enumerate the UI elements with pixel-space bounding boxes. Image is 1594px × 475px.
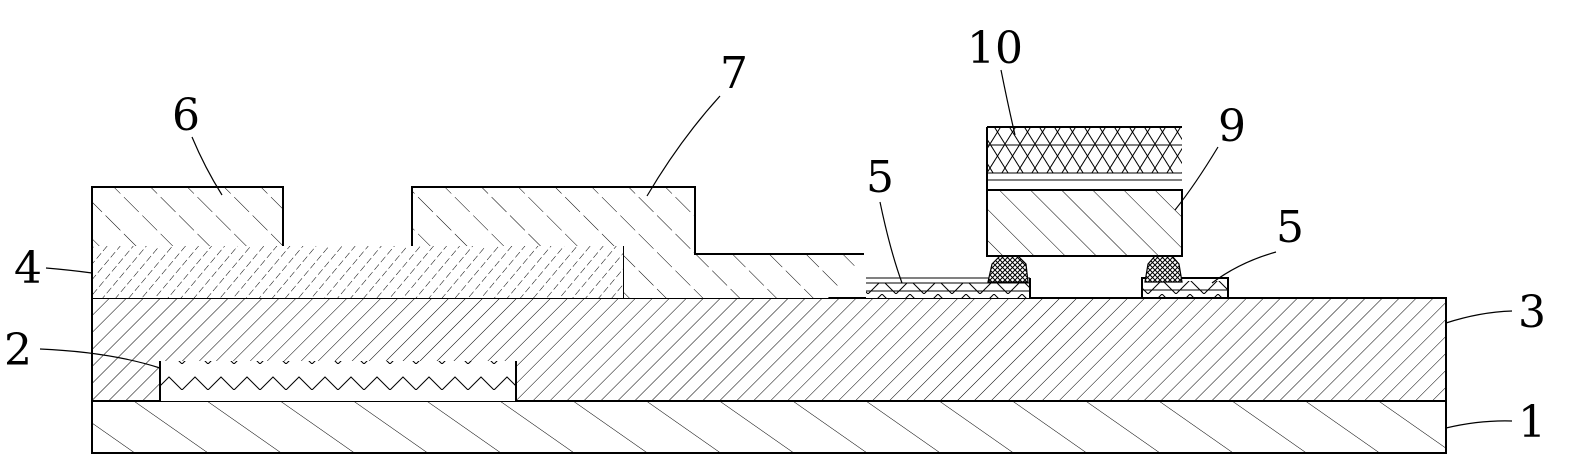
label-4: 4 — [14, 243, 42, 294]
label-9: 9 — [1218, 101, 1246, 152]
leader-1 — [1446, 421, 1512, 428]
solder-bump-right — [1145, 256, 1182, 282]
label-7: 7 — [720, 48, 748, 99]
leader-7 — [647, 96, 720, 196]
label-10: 10 — [967, 23, 1023, 74]
top-layer — [987, 127, 1182, 190]
label-5-right: 5 — [1276, 202, 1304, 253]
leader-3 — [1446, 311, 1512, 323]
substrate-layer — [92, 401, 1446, 453]
gate-region — [160, 361, 516, 401]
leader-4 — [46, 268, 92, 273]
label-5-left: 5 — [866, 152, 894, 203]
label-3: 3 — [1518, 287, 1546, 338]
label-6: 6 — [172, 90, 200, 141]
leader-10 — [1001, 70, 1015, 135]
label-1: 1 — [1518, 397, 1546, 448]
semiconductor-layer — [92, 246, 624, 298]
component-body — [987, 190, 1182, 256]
label-2: 2 — [4, 325, 32, 376]
leader-5-left — [880, 202, 902, 283]
solder-bump-left — [988, 256, 1028, 282]
